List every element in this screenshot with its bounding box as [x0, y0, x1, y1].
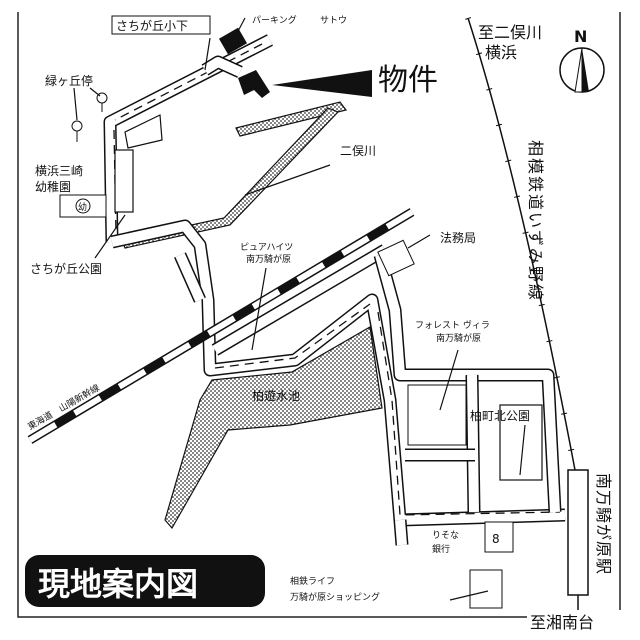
title-box	[25, 555, 265, 607]
label-parking: パーキング	[252, 14, 297, 26]
label-sotetsu-line: 相模鉄道いずみ野線	[526, 140, 545, 302]
compass-north-icon: N	[559, 27, 605, 93]
parking-building	[218, 27, 248, 55]
label-property: 物件	[378, 63, 438, 98]
shinkansen-line	[27, 208, 415, 444]
label-parking-owner: サトウ	[320, 15, 347, 26]
kindergarten-mark: 幼	[78, 201, 87, 213]
label-kindergarten-1: 横浜三崎	[35, 164, 83, 178]
label-forest-villa-1: フォレスト ヴィラ	[415, 319, 490, 331]
label-to-shonandai: 至湘南台	[530, 613, 594, 632]
property-pointer	[272, 70, 372, 97]
label-resona-2: 銀行	[432, 543, 450, 555]
label-kindergarten-2: 幼稚園	[35, 180, 71, 194]
label-resona-1: りそな	[432, 530, 459, 541]
label-bus-stop: 緑ヶ丘停	[45, 73, 93, 88]
kindergarten-mark-circle	[75, 198, 91, 214]
station-platform	[567, 469, 589, 596]
label-kashiwa-park: 柏町北公園	[470, 408, 530, 423]
label-pond: 柏遊水池	[252, 388, 300, 403]
label-shop-2: 万騎が原ショッピング	[290, 591, 380, 603]
bus-stop-icon	[71, 92, 108, 142]
roads	[103, 34, 566, 546]
legal-bureau-building	[377, 239, 415, 277]
leader-lines	[73, 17, 526, 601]
label-legal-bureau: 法務局	[440, 231, 476, 245]
pond-area	[164, 326, 383, 530]
label-sachigaoka-park: さちが丘公園	[30, 261, 102, 276]
bank-icon: 8	[492, 532, 500, 546]
property-building	[238, 70, 270, 98]
label-pure-heights-1: ピュアハイツ	[240, 242, 293, 253]
resona-bank-building	[484, 521, 514, 553]
label-shop-1: 相鉄ライフ	[290, 575, 335, 587]
label-river: 二俣川	[340, 144, 376, 158]
label-to-yokohama: 横浜	[485, 43, 517, 62]
river	[121, 101, 348, 249]
shopping-building	[469, 569, 503, 609]
label-station: 南万騎が原駅	[594, 473, 613, 575]
label-forest-villa-2: 南万騎が原	[436, 332, 481, 344]
map-title: 現地案内図	[38, 565, 198, 603]
label-school: さちが丘小下	[116, 18, 188, 33]
label-pure-heights-2: 南万騎が原	[246, 253, 291, 265]
label-to-futamatagawa: 至二俣川	[478, 23, 542, 42]
compass-label: N	[574, 27, 587, 46]
map-border	[17, 12, 621, 618]
